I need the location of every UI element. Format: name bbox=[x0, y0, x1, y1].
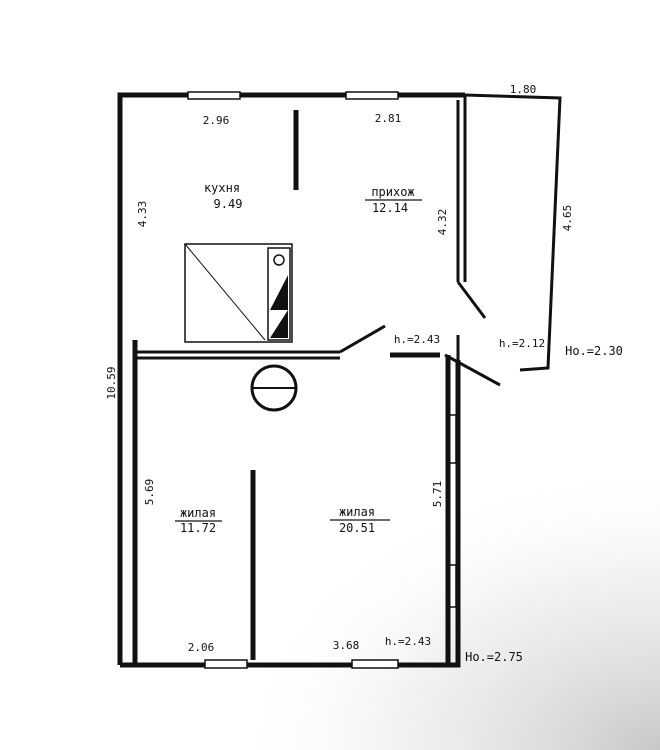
living1-area: 11.72 bbox=[180, 521, 216, 535]
height-porch: h.=2.12 bbox=[499, 337, 545, 350]
dim-bottom-right: 3.68 bbox=[333, 639, 360, 652]
dim-top-right: 1.80 bbox=[510, 83, 537, 96]
dim-left-kitchen: 4.33 bbox=[136, 201, 149, 228]
height-hall: h.=2.43 bbox=[394, 333, 440, 346]
interior-walls bbox=[137, 110, 501, 665]
living1-name: жилая bbox=[180, 506, 216, 520]
hall-name: прихож bbox=[371, 185, 414, 199]
hall-area: 12.14 bbox=[372, 201, 408, 215]
dim-top-left: 2.96 bbox=[203, 114, 230, 127]
kitchen-area: 9.49 bbox=[214, 197, 243, 211]
dim-bottom-left: 2.06 bbox=[188, 641, 215, 654]
height-bottom: h.=2.43 bbox=[385, 635, 431, 648]
ho-bottom: Ho.=2.75 bbox=[465, 650, 523, 664]
kitchen-name: кухня bbox=[204, 181, 240, 195]
ho-top: Ho.=2.30 bbox=[565, 344, 623, 358]
dim-hall-height: 4.32 bbox=[436, 209, 449, 236]
windows bbox=[187, 91, 457, 669]
dim-top-mid: 2.81 bbox=[375, 112, 402, 125]
dim-right-living: 5.71 bbox=[431, 481, 444, 508]
round-stove bbox=[250, 364, 298, 412]
dim-right-porch: 4.65 bbox=[561, 205, 574, 232]
scan-shading bbox=[180, 430, 660, 750]
dim-left-total: 10.59 bbox=[105, 366, 118, 399]
dim-left-living: 5.69 bbox=[143, 479, 156, 506]
living2-name: жилая bbox=[339, 505, 375, 519]
living2-area: 20.51 bbox=[339, 521, 375, 535]
stove bbox=[184, 243, 293, 343]
